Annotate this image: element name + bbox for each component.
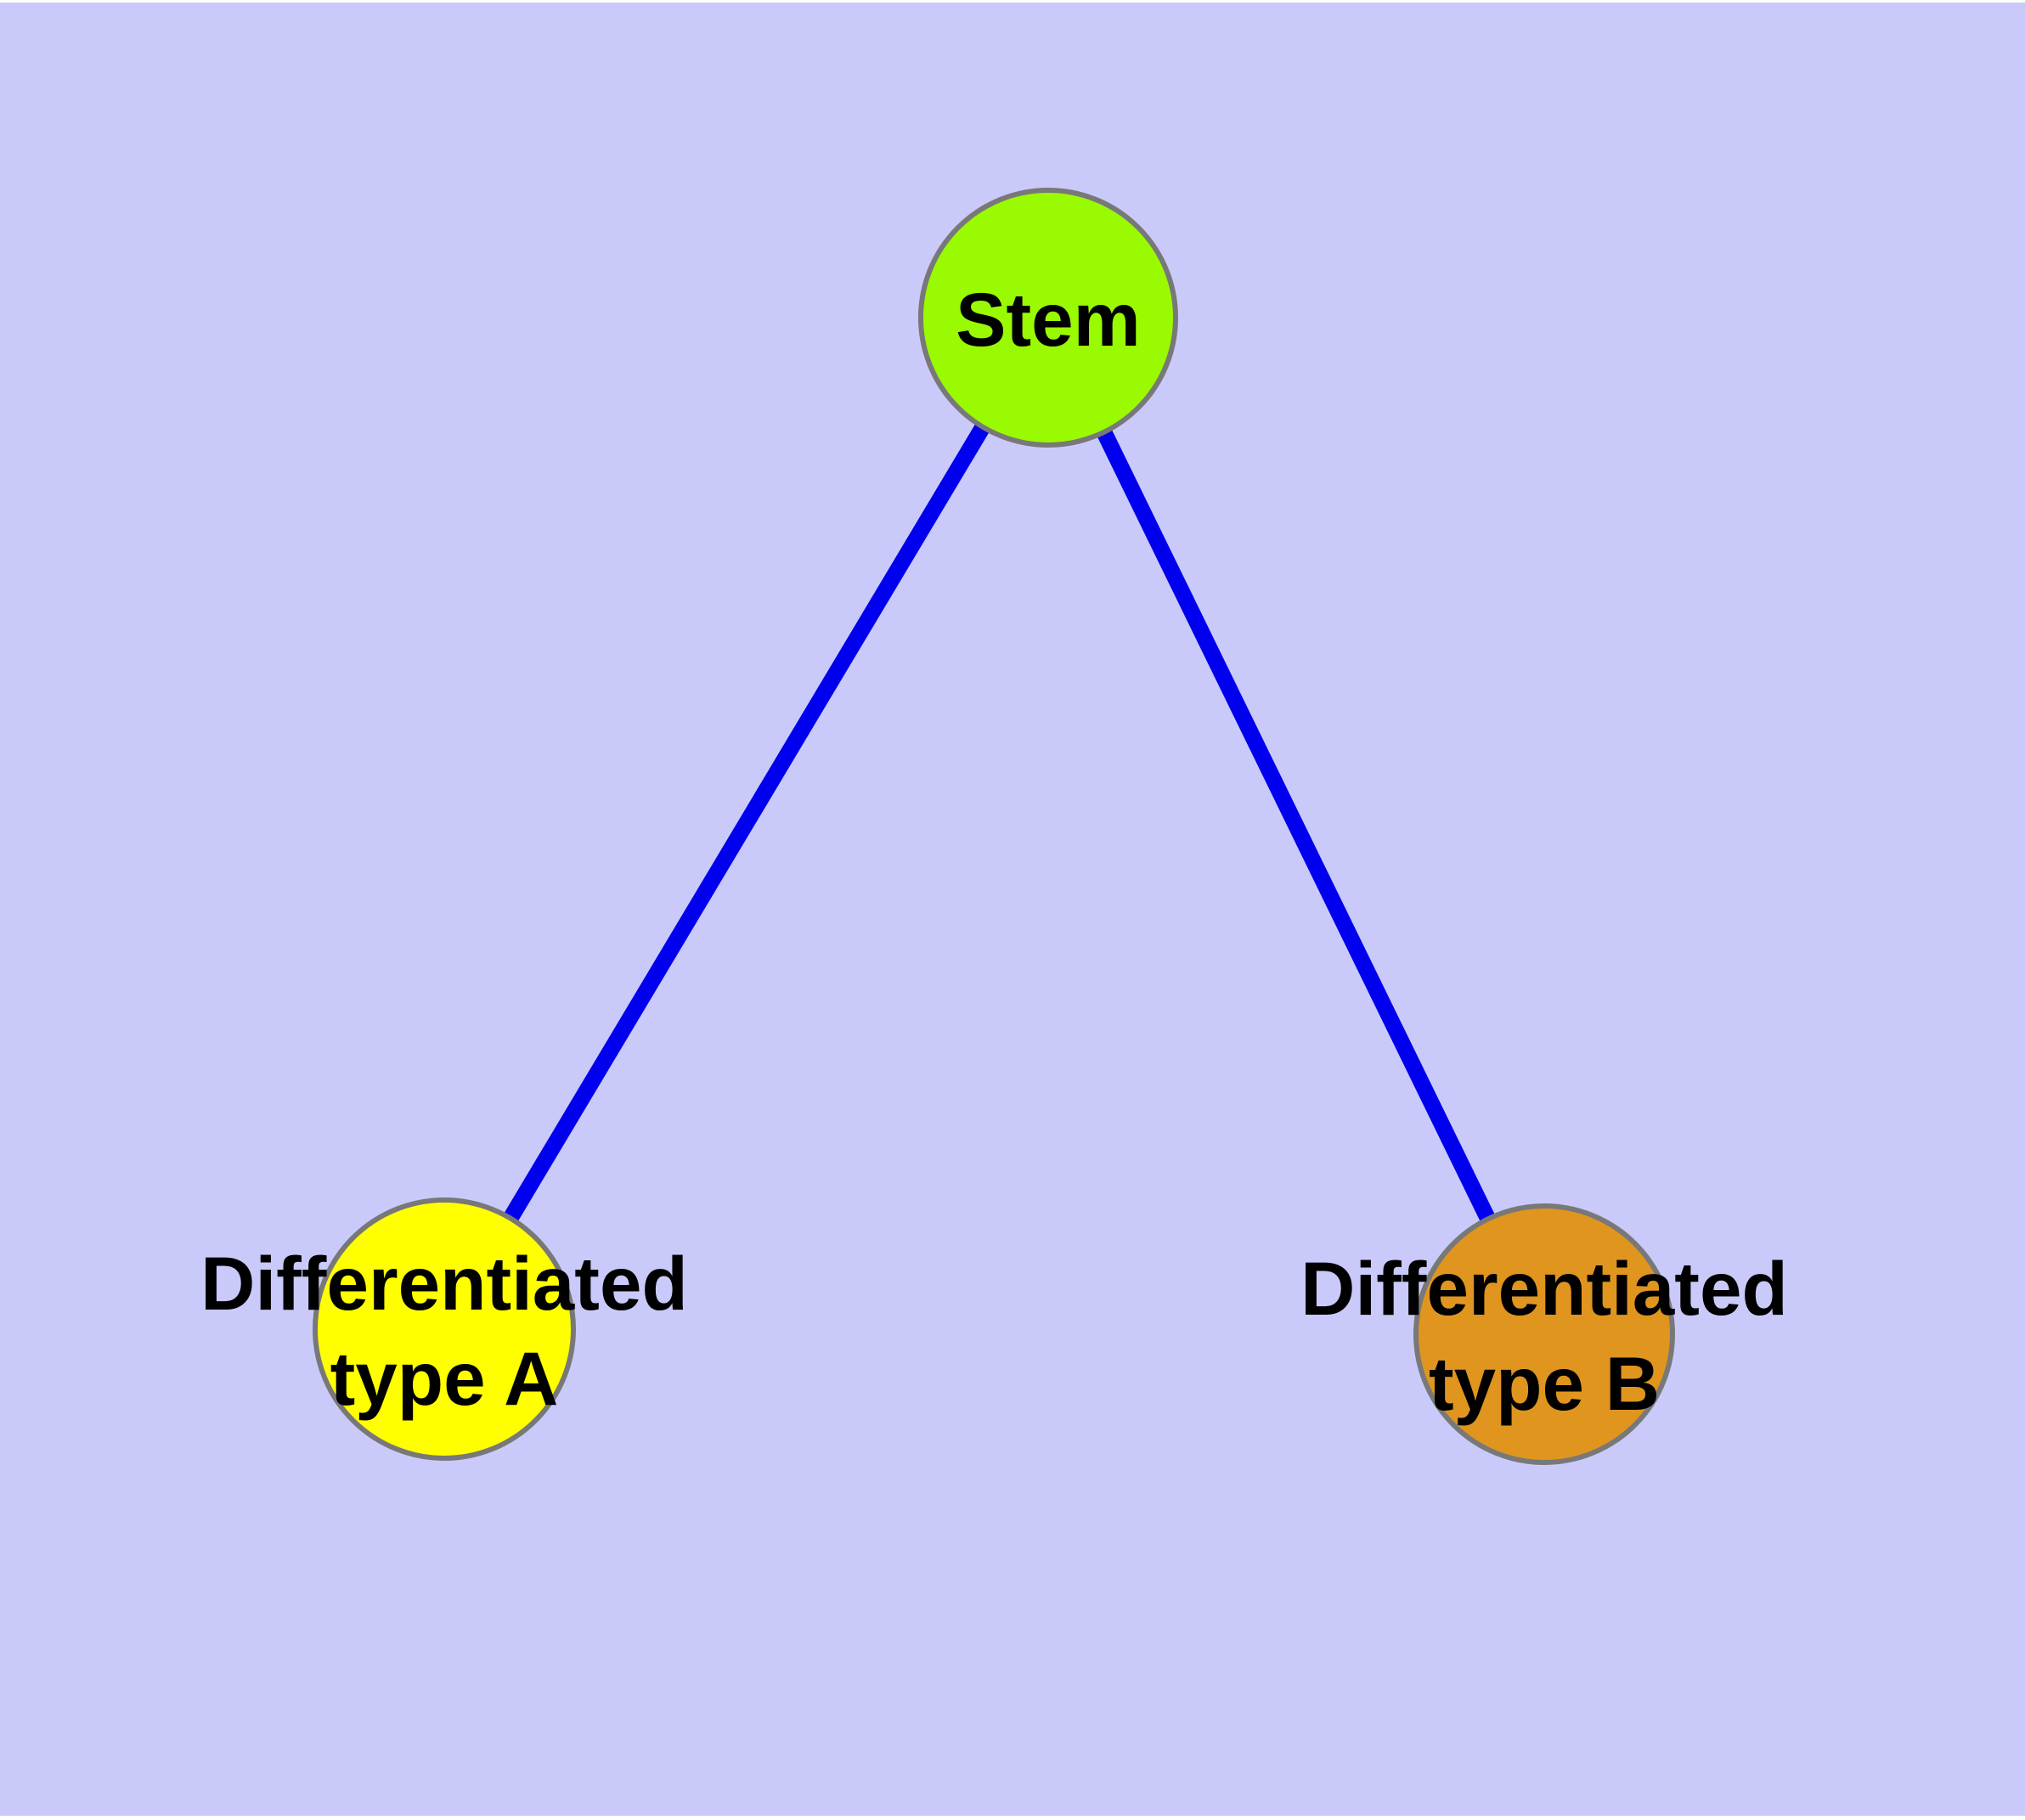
node-label-line: type A — [330, 1336, 559, 1421]
node-circle-type-b — [1413, 1203, 1675, 1465]
node-circle-type-a — [313, 1197, 576, 1461]
graph-edge-stem-type-a — [437, 313, 1056, 1333]
node-label-line: Differentiated — [200, 1241, 688, 1326]
graph-node-type-b: Differentiated type B — [1300, 1203, 1788, 1465]
node-label-line: Differentiated — [1300, 1246, 1788, 1331]
graph-node-type-a: Differentiated type A — [200, 1197, 688, 1461]
node-label-stem: Stem — [956, 277, 1141, 362]
node-circle-stem — [918, 188, 1178, 448]
node-label-line: type B — [1429, 1341, 1660, 1426]
node-label-type-a: Differentiated type A — [200, 1241, 688, 1421]
node-label-type-b: Differentiated type B — [1300, 1246, 1788, 1426]
edges-layer — [437, 313, 1552, 1338]
graph-edge-stem-type-b — [1041, 313, 1552, 1338]
node-label-line: Stem — [956, 277, 1141, 362]
graph-node-stem: Stem — [918, 188, 1178, 448]
